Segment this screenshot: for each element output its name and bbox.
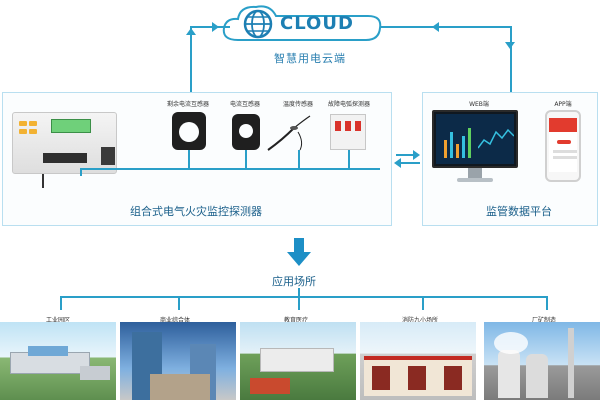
sensor-drop-line	[188, 150, 190, 168]
device-terminal	[43, 153, 87, 163]
device-button-icon	[29, 129, 37, 134]
commercial-complex-image	[120, 322, 236, 400]
sensor-label-temperature: 温度传感器	[282, 101, 313, 108]
arrow-left-icon	[394, 158, 401, 168]
platform-caption: 监管数据平台	[486, 205, 552, 218]
arrow-right-icon	[413, 150, 420, 160]
arrow-down-icon	[287, 238, 311, 266]
sensor-drop-line	[348, 150, 350, 168]
tree-branch-line	[422, 296, 424, 310]
app-label-education-medical: 教育医疗	[284, 317, 309, 324]
device-button-icon	[29, 121, 37, 126]
sensor-drop-line	[245, 150, 247, 168]
sensor-drop-line	[298, 150, 300, 168]
app-label-industrial-park: 工业园区	[46, 317, 71, 324]
web-monitor-icon	[432, 110, 518, 168]
tree-branch-line	[546, 296, 548, 310]
sensor-label-arc-fault: 故障电弧探测器	[327, 101, 370, 108]
app-label-small-venues: 消防九小场所	[402, 317, 439, 324]
arc-fault-detector-icon	[330, 114, 366, 150]
monitor-base	[457, 178, 493, 182]
link-line	[396, 154, 418, 156]
connector-left-vertical	[190, 26, 192, 92]
app-label-commercial-complex: 商业综合体	[160, 317, 191, 324]
education-medical-image	[240, 322, 356, 400]
cloud-icon	[222, 5, 382, 41]
current-transformer-icon	[232, 114, 260, 150]
arrow-left-icon	[432, 22, 439, 32]
industrial-park-image	[0, 322, 116, 400]
app-label: APP端	[554, 101, 572, 108]
tree-horizontal-line	[60, 296, 548, 298]
app-label-factory-mining: 厂矿制造	[532, 317, 557, 324]
cloud-subtitle: 智慧用电云端	[274, 52, 346, 65]
device-button-icon	[19, 129, 27, 134]
detector-caption: 组合式电气火灾监控探测器	[130, 205, 262, 218]
tree-branch-line	[60, 296, 62, 310]
device-screen	[51, 119, 91, 133]
connector-right-top	[380, 26, 510, 28]
factory-mining-image	[484, 322, 600, 400]
connector-left-top	[190, 26, 230, 28]
device-terminal	[101, 147, 115, 165]
sensor-label-residual-current: 剩余电流互感器	[166, 101, 209, 108]
device-button-icon	[19, 121, 27, 126]
tree-branch-line	[298, 296, 300, 310]
residual-current-transformer-icon	[172, 112, 206, 150]
arrow-up-icon	[186, 28, 196, 35]
tree-trunk-line	[298, 288, 300, 296]
web-label: WEB端	[469, 101, 489, 108]
tree-branch-line	[178, 296, 180, 310]
app-phone-icon	[545, 110, 581, 182]
temperature-sensor-icon	[267, 115, 311, 151]
sensor-label-current: 电流互感器	[229, 101, 260, 108]
arrow-right-icon	[212, 22, 219, 32]
sensor-bus-line	[80, 168, 380, 170]
cloud-logo: CLOUD	[218, 0, 388, 48]
detector-device	[12, 112, 117, 174]
sensor-drop-line	[80, 168, 82, 176]
applications-title: 应用场所	[272, 275, 316, 288]
connector-right-vertical	[510, 26, 512, 92]
monitor-stand	[468, 168, 482, 178]
cloud-logo-text: CLOUD	[280, 13, 354, 34]
small-venues-image	[360, 322, 476, 400]
device-cable	[42, 174, 44, 188]
arrow-down-icon	[505, 42, 515, 49]
link-line	[400, 162, 420, 164]
